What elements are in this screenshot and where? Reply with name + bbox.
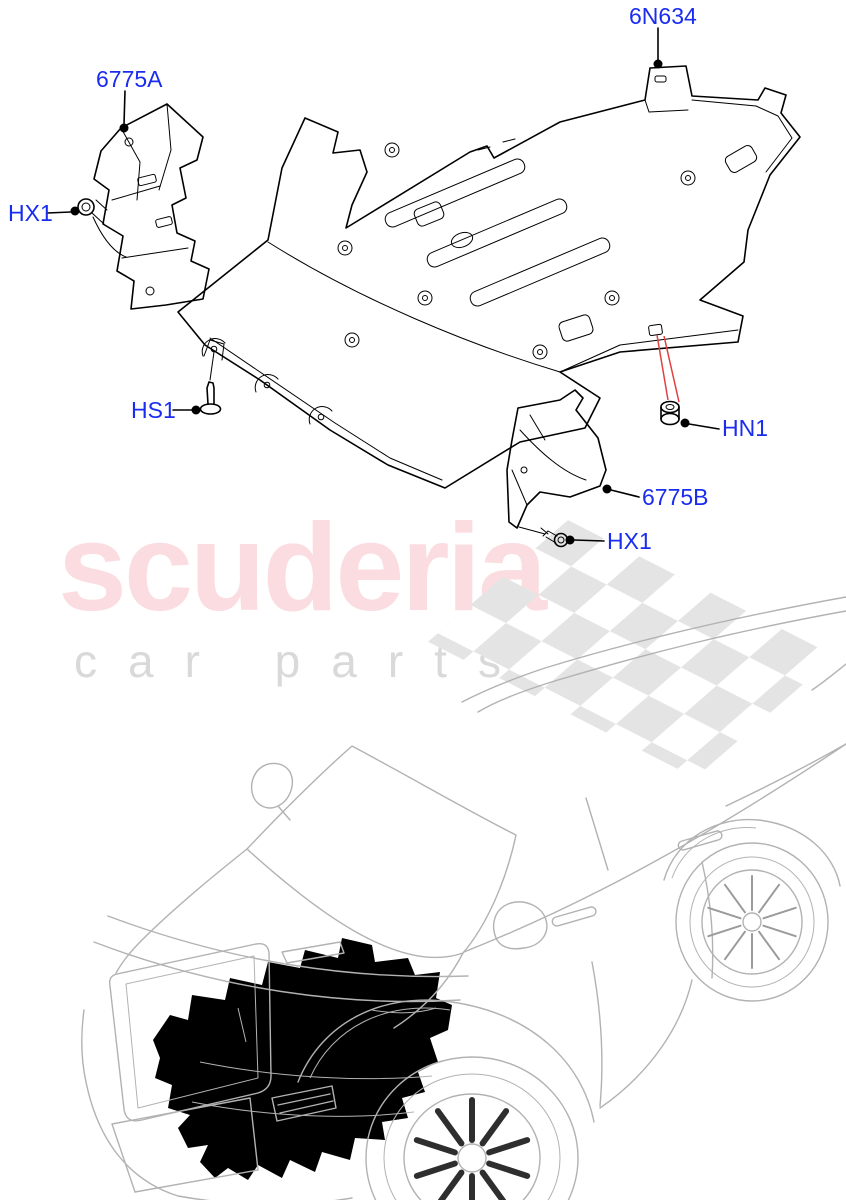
underbody-detail-line: [237, 1007, 437, 1043]
watermark-tagline: car parts: [74, 635, 532, 687]
rear-wheel-arch-inner: [671, 826, 757, 879]
shield-ribs: [384, 158, 611, 307]
small-shield-hole: [520, 466, 528, 474]
shield-cutouts: [413, 75, 758, 342]
car-roofline: [461, 596, 846, 703]
front-door-handle: [551, 906, 597, 927]
rear-wheel-arch: [663, 818, 841, 887]
bracket-6775A-drawing: [93, 103, 210, 310]
car-roof-rail: [477, 610, 846, 713]
front-wheel-arch: [297, 999, 595, 1123]
front-wheel-arch-inner: [309, 1007, 451, 1079]
front-door-shutline: [591, 961, 603, 1107]
bracket-fold-lines: [111, 103, 189, 259]
headlight-slit: [281, 941, 345, 964]
rear-wheel: [675, 842, 829, 1002]
fastener-hs1: [199, 339, 225, 415]
shield-screw-bosses: [337, 142, 696, 360]
left-mirror: [251, 762, 294, 821]
front-grille-inner-frame: [125, 955, 259, 1109]
rear-door-shutline: [701, 861, 714, 979]
hood-left-edge: [115, 848, 248, 974]
rear-wheel-spokes: [707, 875, 797, 969]
callout-6N634[interactable]: 6N634: [629, 3, 697, 29]
rear-quarter-line: [725, 663, 846, 807]
callout-HS1[interactable]: HS1: [131, 397, 176, 423]
bumper-mesh: [111, 1097, 259, 1193]
shield-edge-thickness: [209, 337, 443, 481]
bracket-slot: [155, 216, 173, 228]
car-windshield: [246, 745, 517, 959]
callout-6775A[interactable]: 6775A: [96, 66, 163, 92]
shield-inner-border: [644, 99, 793, 173]
b-pillar: [585, 797, 609, 871]
hood-right-edge: [393, 952, 464, 1029]
callout-labels: 6775A 6N634 HX1 HS1 HN1 6775B HX1: [8, 3, 768, 554]
leader-lines: [46, 27, 720, 545]
shield-6775B-drawing: [506, 389, 607, 529]
right-mirror: [493, 901, 548, 950]
top-edge-slots: [477, 138, 516, 151]
fastener-hx1-upper: [77, 198, 127, 258]
underbody-detail-line: [191, 1101, 415, 1117]
undershield-6N634-drawing: [177, 65, 801, 489]
bumper-edge: [85, 1081, 353, 1200]
bracket-hole: [145, 286, 155, 296]
callout-6775B[interactable]: 6775B: [642, 484, 709, 510]
apron-mount-tabs: [201, 338, 333, 425]
front-wheel: [365, 1056, 579, 1200]
front-grille: [108, 943, 272, 1122]
shield-fold-line: [267, 241, 561, 373]
exploded-parts-drawing: [46, 27, 801, 548]
bumper-corner: [81, 1009, 87, 1083]
underbody-detail-line: [199, 1061, 433, 1080]
bracket-slot: [137, 173, 157, 187]
rear-door-handle: [677, 830, 723, 851]
rocker-line: [599, 979, 693, 1109]
callout-HX1-lower[interactable]: HX1: [607, 528, 652, 554]
fog-vent: [271, 1085, 337, 1122]
small-shield-fold-lines: [511, 414, 587, 506]
checkered-flag: [427, 520, 836, 778]
callout-HN1[interactable]: HN1: [722, 415, 768, 441]
hood-crease-1: [107, 915, 469, 978]
highlighted-part-location: [153, 938, 452, 1180]
red-leader-lines: [656, 334, 680, 403]
front-wheel-spokes: [413, 1097, 531, 1200]
callout-HX1-upper[interactable]: HX1: [8, 200, 53, 226]
beltline: [463, 743, 846, 953]
checkered-flag-watermark: [427, 520, 836, 778]
vehicle-illustration: [81, 596, 846, 1200]
hood-crease-2: [93, 941, 461, 1003]
fastener-hn1: [660, 400, 680, 426]
bracket-hole: [124, 137, 134, 147]
shield-rear-strip: [559, 323, 739, 373]
